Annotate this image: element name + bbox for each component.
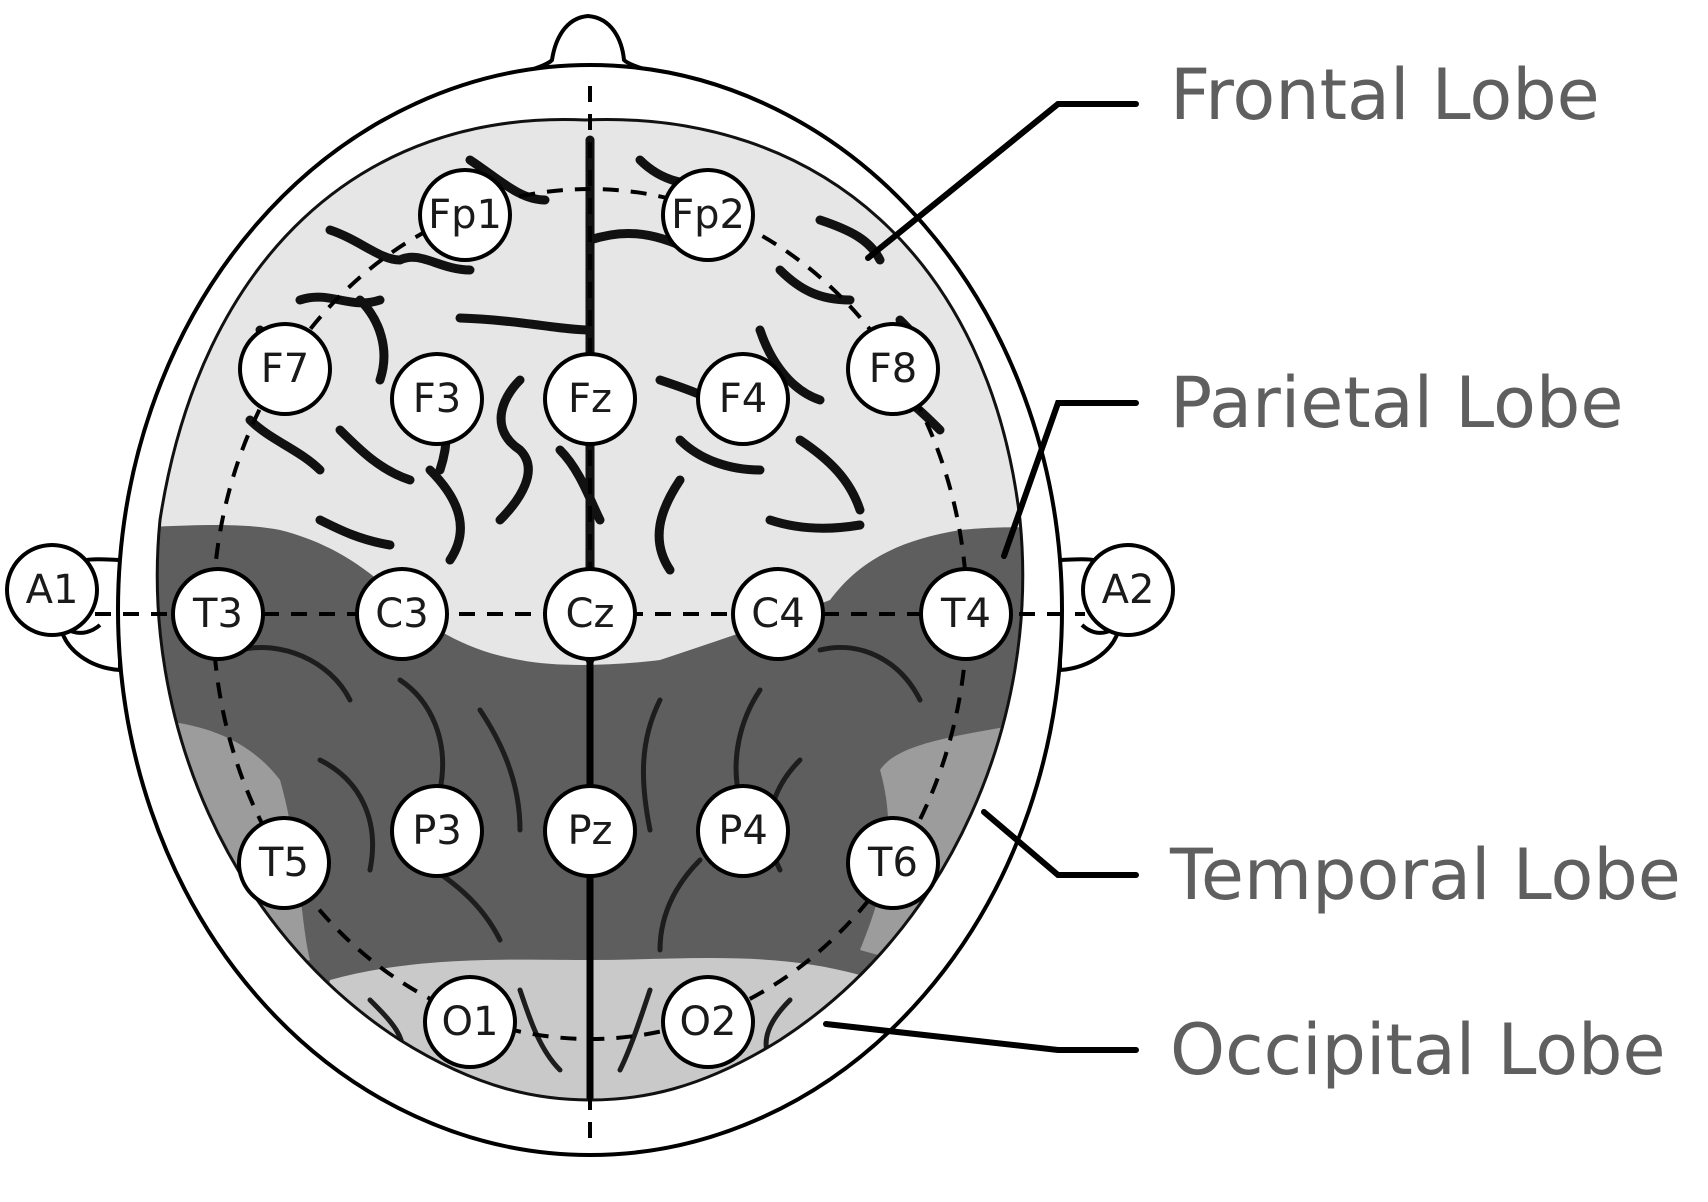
electrode-label-t5: T5 [258, 840, 309, 886]
lobe-label-occipital: Occipital Lobe [1170, 1009, 1666, 1091]
electrode-fp1[interactable]: Fp1 [418, 168, 512, 262]
electrode-p3[interactable]: P3 [390, 784, 484, 878]
electrode-fp2[interactable]: Fp2 [661, 168, 755, 262]
lobe-label-parietal: Parietal Lobe [1170, 362, 1623, 444]
electrode-t4[interactable]: T4 [919, 567, 1013, 661]
electrode-label-f7: F7 [261, 346, 309, 392]
electrode-label-fz: Fz [568, 376, 612, 422]
electrode-label-t6: T6 [867, 840, 918, 886]
electrode-label-t4: T4 [940, 591, 991, 637]
electrode-c4[interactable]: C4 [731, 567, 825, 661]
leader-occipital [823, 1021, 1139, 1053]
lobe-label-temporal: Temporal Lobe [1169, 834, 1681, 916]
electrode-label-o1: O1 [442, 999, 499, 1045]
electrode-label-o2: O2 [680, 999, 737, 1045]
electrode-label-f4: F4 [719, 376, 767, 422]
electrode-label-p3: P3 [412, 808, 462, 854]
leader-temporal [981, 809, 1139, 878]
lobe-label-frontal: Frontal Lobe [1170, 54, 1600, 136]
electrode-f3[interactable]: F3 [390, 352, 484, 446]
electrode-label-pz: Pz [567, 808, 612, 854]
electrode-f7[interactable]: F7 [238, 322, 332, 416]
electrode-a2[interactable]: A2 [1081, 543, 1175, 637]
leader-parietal [1001, 400, 1139, 559]
electrode-label-fp2: Fp2 [671, 192, 745, 238]
electrode-label-f8: F8 [869, 346, 917, 392]
leader-frontal [865, 101, 1139, 261]
electrode-label-cz: Cz [566, 591, 615, 637]
electrodes: Fp1 Fp2 F7 F3 Fz F4 F8 A1 [5, 168, 1175, 1069]
electrode-label-f3: F3 [413, 376, 461, 422]
electrode-label-c3: C3 [375, 591, 428, 637]
electrode-pz[interactable]: Pz [543, 784, 637, 878]
electrode-f8[interactable]: F8 [846, 322, 940, 416]
electrode-a1[interactable]: A1 [5, 543, 99, 637]
electrode-o1[interactable]: O1 [423, 975, 517, 1069]
electrode-label-t3: T3 [192, 591, 243, 637]
electrode-o2[interactable]: O2 [661, 975, 755, 1069]
electrode-c3[interactable]: C3 [355, 567, 449, 661]
electrode-p4[interactable]: P4 [696, 784, 790, 878]
electrode-label-fp1: Fp1 [428, 192, 502, 238]
leader-lines [823, 101, 1139, 1053]
electrode-t5[interactable]: T5 [237, 816, 331, 910]
electrode-label-a1: A1 [26, 567, 79, 613]
electrode-label-p4: P4 [718, 808, 768, 854]
electrode-cz[interactable]: Cz [543, 567, 637, 661]
electrode-t3[interactable]: T3 [171, 567, 265, 661]
electrode-fz[interactable]: Fz [543, 352, 637, 446]
electrode-label-a2: A2 [1102, 567, 1155, 613]
electrode-label-c4: C4 [751, 591, 804, 637]
electrode-t6[interactable]: T6 [846, 816, 940, 910]
electrode-f4[interactable]: F4 [696, 352, 790, 446]
